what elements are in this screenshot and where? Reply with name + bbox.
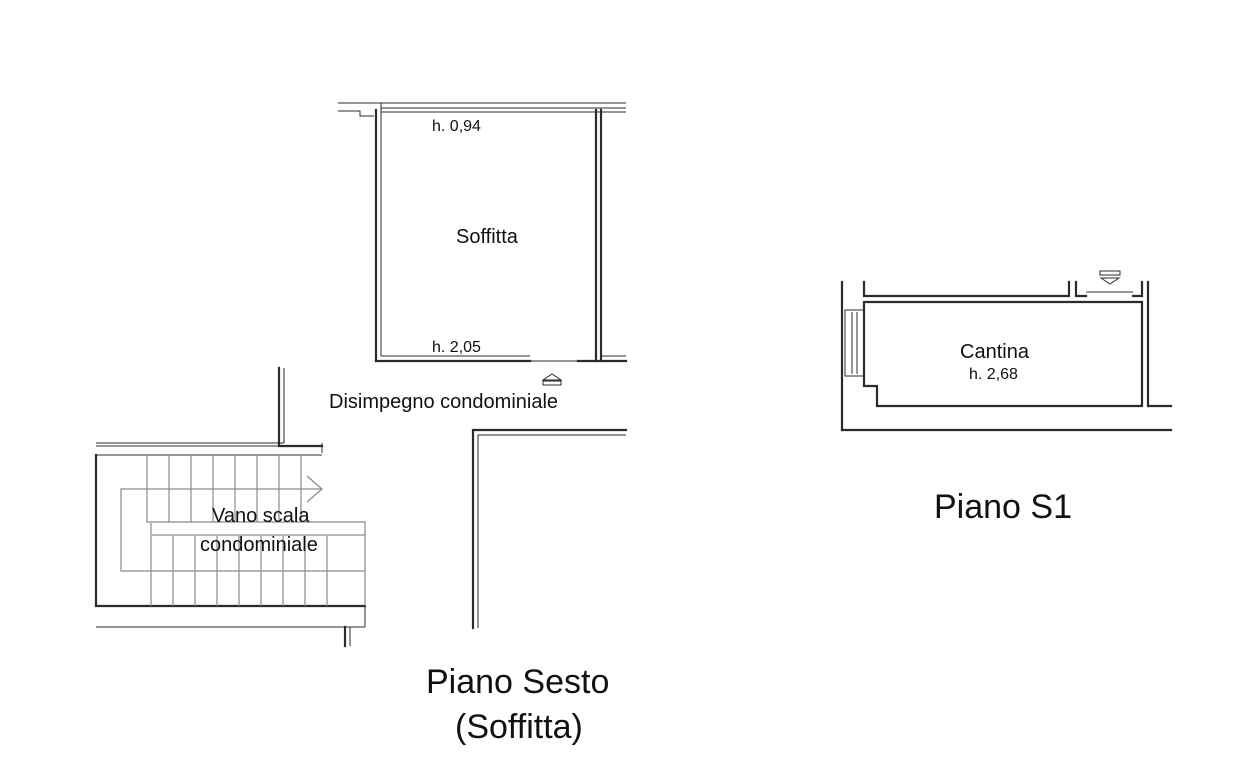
entrance-arrow-icon [541,373,563,386]
piano-sesto-subtitle: (Soffitta) [455,708,583,746]
corridor-right-wall [471,428,628,630]
cantina-room [840,280,1173,432]
soffitta-label: Soffitta [456,226,519,248]
stair-direction-arrow-icon [306,475,323,503]
stairwell [94,366,367,648]
disimpegno-label: Disimpegno condominiale [329,391,558,413]
soffitta-height-top: h. 0,94 [432,118,481,135]
soffitta-height-bottom: h. 2,05 [432,339,481,356]
piano-sesto-title: Piano Sesto [426,663,609,701]
soffitta-room [338,102,628,363]
vano-scala-label-line2: condominiale [200,534,318,556]
piano-s1-title: Piano S1 [934,488,1072,526]
cantina-label: Cantina [960,341,1030,363]
cantina-entrance-arrow-icon [1099,270,1121,285]
vano-scala-label-line1: Vano scala [212,505,310,527]
cantina-height: h. 2,68 [969,366,1018,383]
